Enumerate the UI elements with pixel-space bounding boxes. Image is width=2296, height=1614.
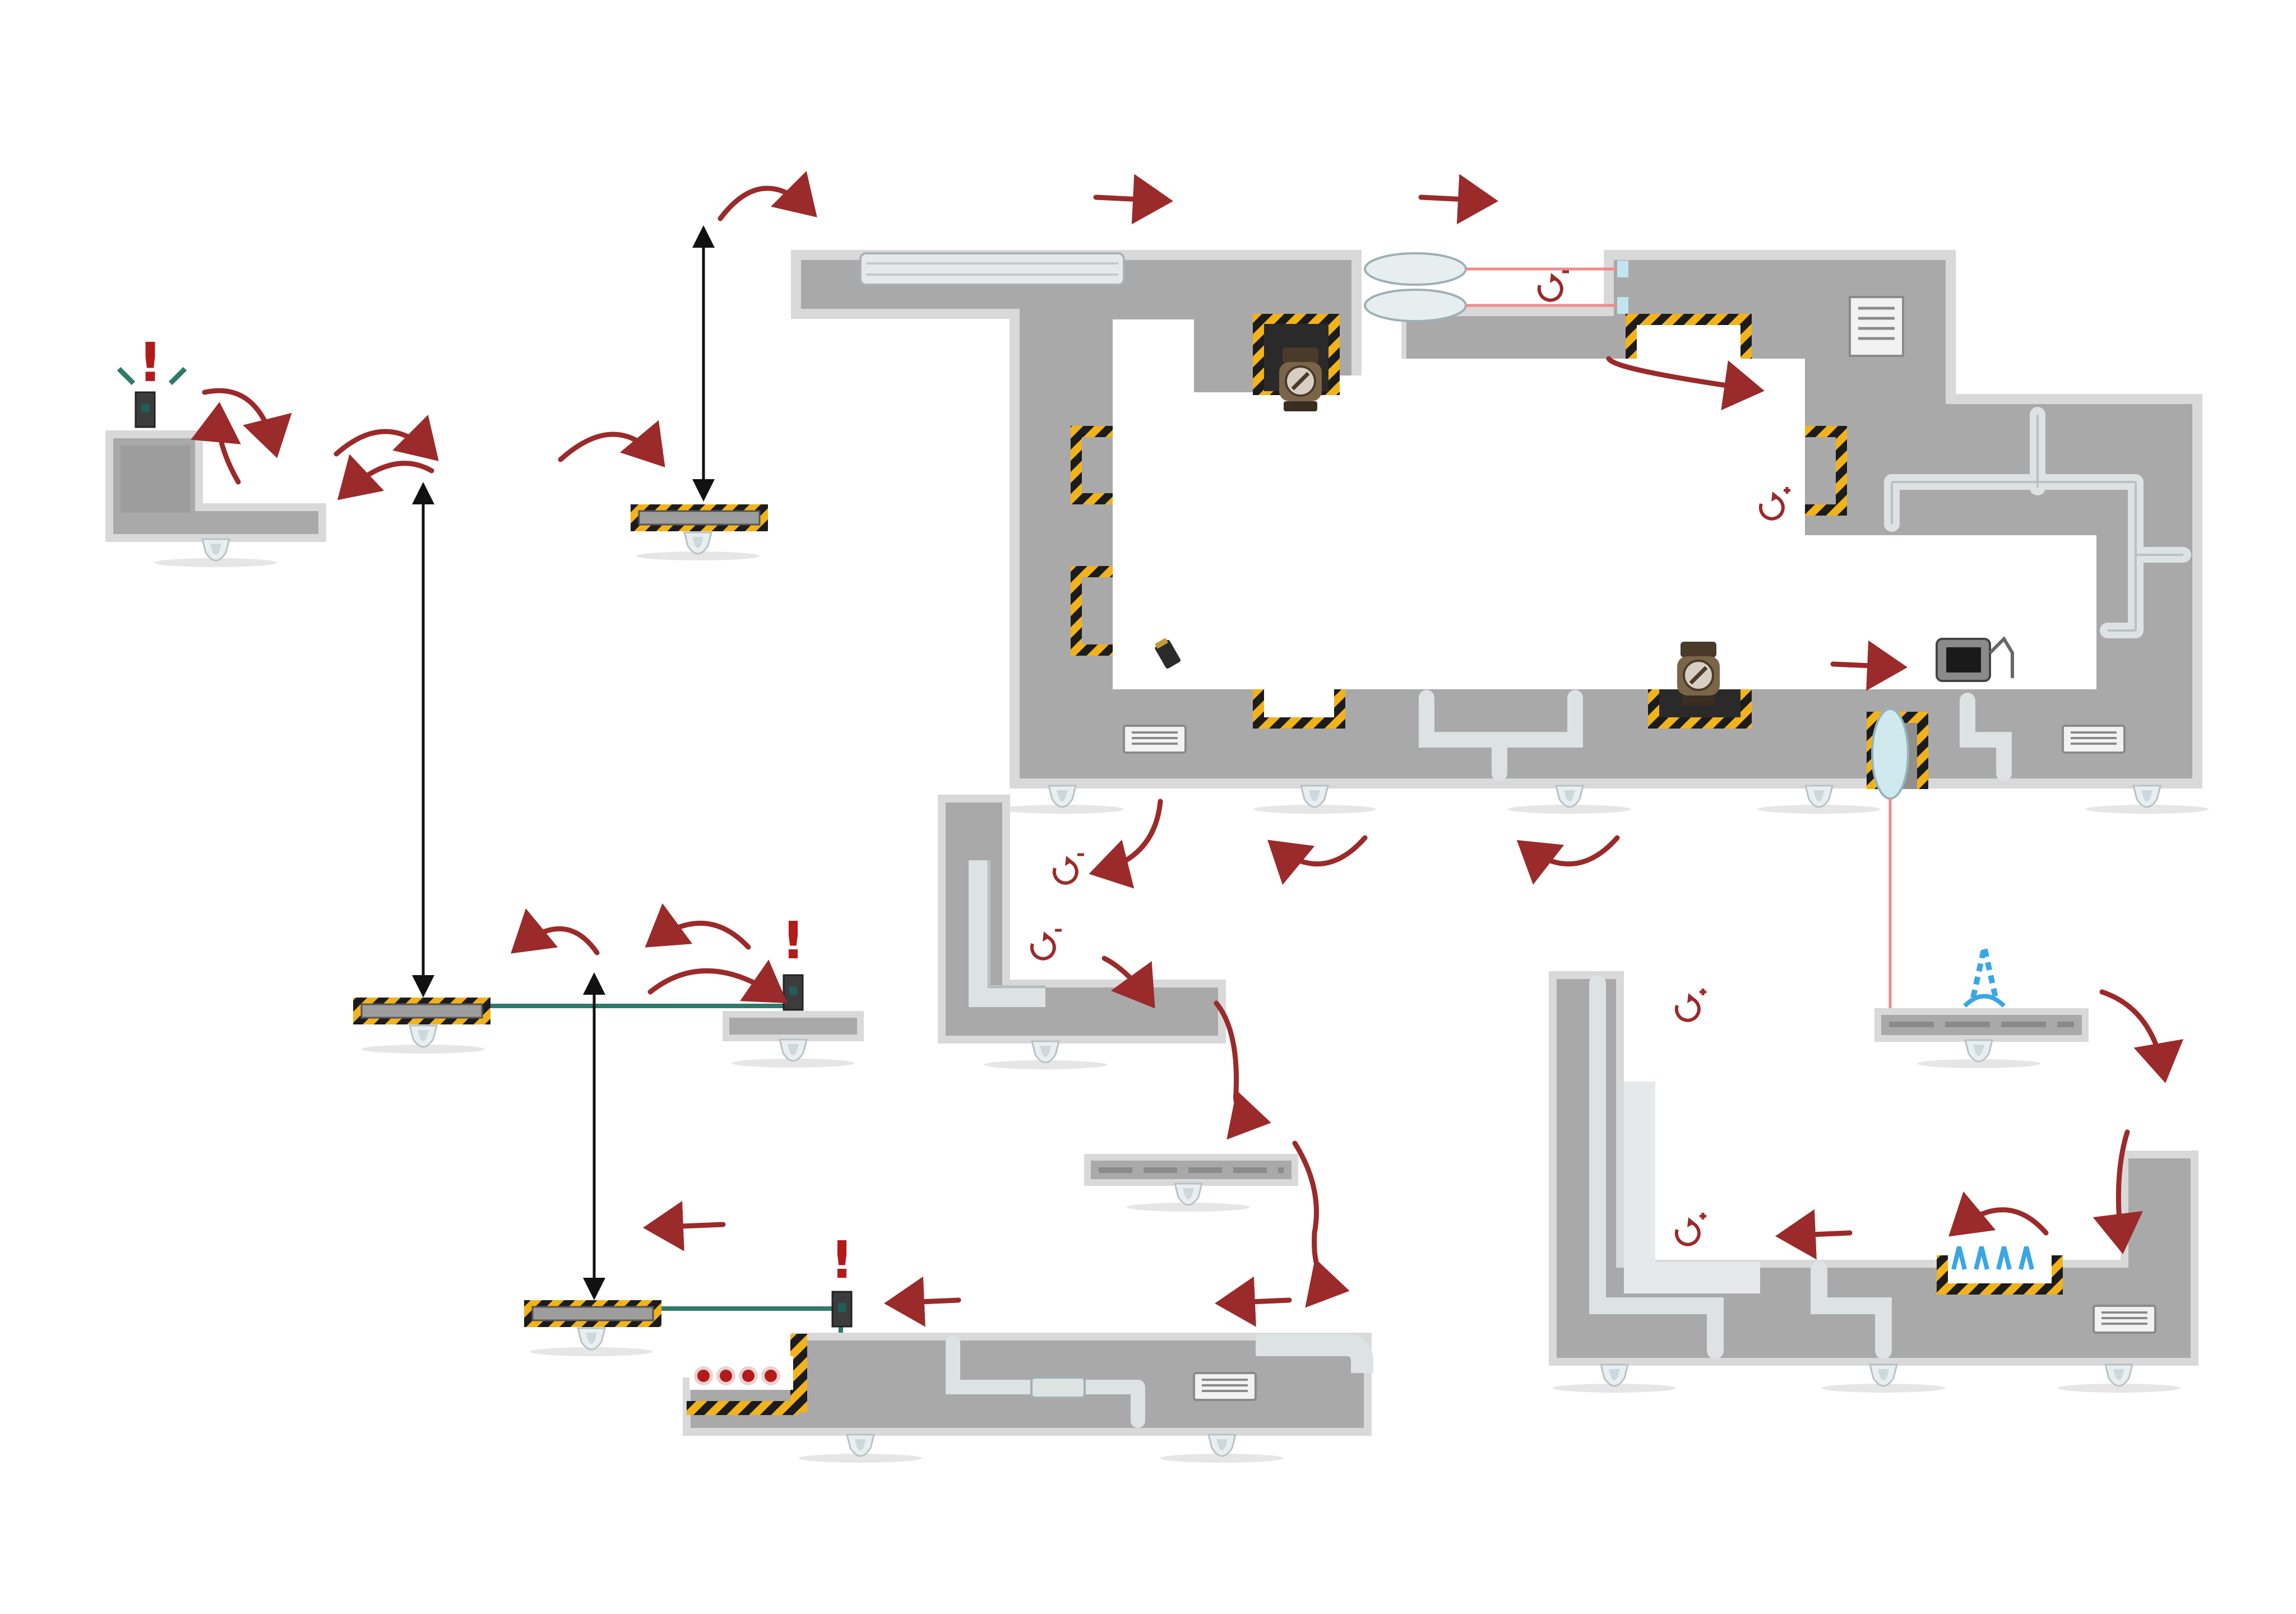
rotate-plus-icon (1677, 989, 1706, 1021)
floating-platform (1087, 1157, 1295, 1212)
start-platform (109, 434, 322, 567)
hazard-platform-middle (353, 998, 490, 1054)
right-lower-room (1553, 975, 2195, 1393)
bottom-corridor (687, 1334, 1368, 1463)
teleporter-icon[interactable] (1965, 947, 2004, 1006)
rotate-plus-icon (1677, 1213, 1706, 1245)
hazard-platform-bottom (524, 1300, 661, 1356)
spike-icon (689, 1356, 793, 1390)
teleporter-icon[interactable] (1872, 709, 1908, 1009)
turret-icon (1677, 642, 1720, 706)
switch-icon[interactable] (784, 975, 803, 1010)
rotate-minus-icon (1032, 930, 1062, 959)
alert-icon: ! (781, 911, 805, 971)
rotate-minus-icon (1054, 855, 1084, 883)
teleport-pad (1878, 1012, 2085, 1068)
rotate-minus-icon (1539, 272, 1569, 300)
alert-icon: ! (830, 1230, 854, 1290)
turret-icon (1279, 347, 1322, 411)
vent-grille (1850, 297, 1903, 356)
hazard-platform-top (631, 504, 768, 560)
alert-icon: ! (138, 331, 163, 394)
switch-platform (726, 1014, 860, 1068)
main-station (796, 253, 2209, 814)
move-track (423, 242, 703, 1295)
switch-icon[interactable] (832, 1292, 851, 1327)
left-lower-room (942, 799, 1222, 1069)
